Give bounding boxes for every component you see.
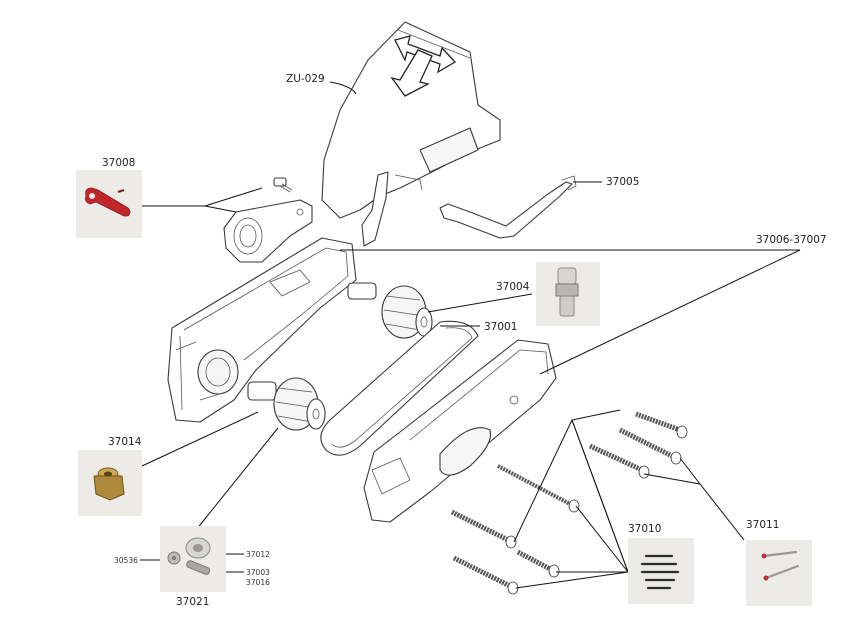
photo-37008[interactable] <box>76 170 142 238</box>
photo-37010[interactable] <box>628 538 694 604</box>
label-37014: 37014 <box>108 436 142 448</box>
brass-nut-icon <box>93 467 125 501</box>
photo-37021[interactable] <box>160 526 226 592</box>
photo-37011[interactable] <box>746 540 812 606</box>
screws-kit-icon <box>640 554 680 590</box>
label-37003: 37003 <box>246 568 270 577</box>
pulley-37004 <box>347 282 433 339</box>
long-screws-icon <box>761 550 800 581</box>
label-37012: 37012 <box>246 550 270 559</box>
pulley-kit-icon <box>167 537 211 575</box>
screws-drawing <box>450 411 688 595</box>
label-37006-37007: 37006-37007 <box>756 234 827 246</box>
cover-zu-029 <box>321 21 501 247</box>
gearbox-housing-left <box>167 237 357 423</box>
pulley-lower <box>247 377 326 431</box>
leader-lines <box>140 81 801 589</box>
belt-37001 <box>320 320 479 456</box>
label-37016: 37016 <box>246 578 270 587</box>
label-37004: 37004 <box>496 281 530 293</box>
mounting-plate-37008 <box>223 177 313 263</box>
red-wrench-icon <box>85 187 131 217</box>
label-30536: 30536 <box>114 556 138 565</box>
label-37010: 37010 <box>628 523 661 535</box>
label-37011: 37011 <box>746 519 779 531</box>
label-37008: 37008 <box>102 157 135 169</box>
pulley-part-icon <box>555 267 579 317</box>
photo-37014[interactable] <box>78 450 142 516</box>
photo-37004[interactable] <box>536 262 600 326</box>
label-zu-029: ZU-029 <box>286 73 325 85</box>
arrows-icon <box>390 35 457 97</box>
gearbox-cover-37006-37007 <box>363 339 557 523</box>
label-37001: 37001 <box>484 321 517 333</box>
label-37005: 37005 <box>606 176 639 188</box>
label-37021: 37021 <box>176 596 209 608</box>
labels: ZU-029 37008 37005 37006-37007 37004 370… <box>102 73 827 608</box>
handle-37005 <box>439 175 577 239</box>
